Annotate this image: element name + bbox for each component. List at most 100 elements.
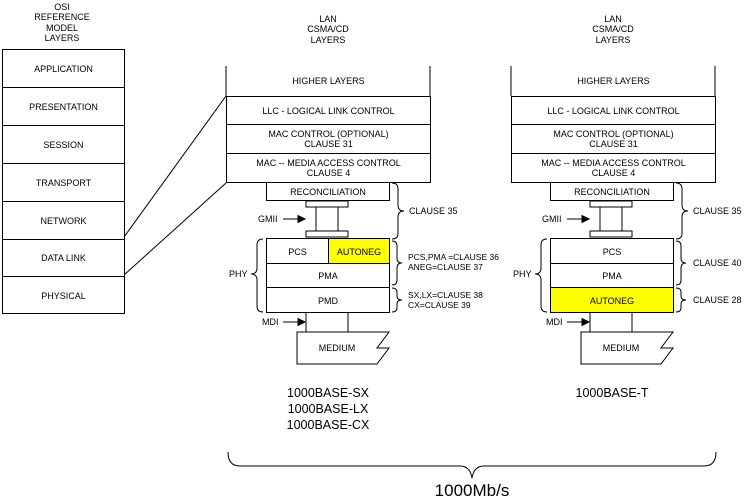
mdi-label-left: MDI: [262, 317, 279, 327]
mac-control-clause: CLAUSE 31: [304, 139, 353, 149]
mac-control-label: MAC CONTROL (OPTIONAL): [268, 129, 389, 139]
lan-header-line: LAYERS: [310, 34, 346, 45]
brace-left-pmd: [391, 287, 403, 313]
pma-label: PMA: [318, 271, 338, 281]
pcs-label: PCS: [602, 247, 622, 257]
mac-label: MAC -- MEDIA ACCESS CONTROL: [541, 158, 686, 168]
phy-label-left: PHY: [229, 269, 248, 279]
variant-right: 1000BASE-T: [575, 386, 649, 400]
autoneg-label: AUTONEG: [589, 296, 635, 306]
clause-line: CX=CLAUSE 39: [408, 299, 471, 310]
osi-layer-label: APPLICATION: [34, 64, 93, 74]
pcs-box-right: PCS: [550, 238, 674, 264]
llc-box-right: LLC - LOGICAL LINK CONTROL: [511, 96, 716, 125]
gmii-label-left: GMII: [258, 214, 278, 224]
osi-layer-physical: PHYSICAL: [2, 276, 125, 314]
lan-header-line: LAYERS: [595, 34, 631, 45]
brace-right-aneg: [675, 287, 687, 313]
lan-header-right: LAN CSMA/CD LAYERS: [573, 14, 653, 45]
mac-control-box-right: MAC CONTROL (OPTIONAL) CLAUSE 31: [511, 124, 716, 154]
lan-header-line: LAN: [604, 14, 622, 24]
brace-left-pcs: [391, 240, 403, 286]
mac-box-right: MAC -- MEDIA ACCESS CONTROL CLAUSE 4: [511, 153, 716, 183]
osi-layer-label: PRESENTATION: [29, 102, 98, 112]
autoneg-label: AUTONEG: [336, 247, 382, 257]
variants-left: 1000BASE-SX 1000BASE-LX 1000BASE-CX: [268, 385, 388, 433]
clause-line: ANEG=CLAUSE 37: [408, 261, 483, 272]
brace-right-phy: [534, 238, 548, 313]
clause-recon-right: CLAUSE 35: [693, 206, 742, 216]
lan-header-left: LAN CSMA/CD LAYERS: [288, 14, 368, 45]
clause-recon-left: CLAUSE 35: [409, 206, 458, 216]
medium-label-left: MEDIUM: [318, 343, 356, 353]
osi-layer-data-link: DATA LINK: [2, 239, 125, 277]
osi-layer-label: SESSION: [43, 140, 84, 150]
variant-label: 1000BASE-LX: [287, 402, 369, 416]
osi-layer-presentation: PRESENTATION: [2, 87, 125, 126]
osi-layer-label: DATA LINK: [41, 253, 86, 263]
reconciliation-label: RECONCILIATION: [290, 187, 366, 197]
mapping-line-lower: [123, 182, 227, 276]
osi-layer-application: APPLICATION: [2, 49, 125, 88]
osi-layer-label: PHYSICAL: [41, 291, 86, 301]
clause-pcs-right: CLAUSE 40: [693, 258, 742, 268]
medium-shape-right: [580, 331, 674, 365]
osi-layer-network: NETWORK: [2, 201, 125, 240]
osi-layer-transport: TRANSPORT: [2, 163, 125, 202]
osi-header-line: OSI: [54, 2, 70, 12]
mac-control-clause: CLAUSE 31: [589, 139, 638, 149]
osi-header: OSI REFERENCE MODEL LAYERS: [22, 2, 102, 43]
mac-box-left: MAC -- MEDIA ACCESS CONTROL CLAUSE 4: [226, 153, 431, 183]
brace-right-pcs: [675, 240, 687, 286]
medium-label-right: MEDIUM: [602, 343, 640, 353]
mdi-label-right: MDI: [546, 317, 563, 327]
autoneg-box-left: AUTONEG: [328, 238, 390, 264]
reconciliation-box-right: RECONCILIATION: [550, 182, 674, 201]
osi-header-line: LAYERS: [44, 33, 80, 44]
mac-clause: CLAUSE 4: [306, 168, 351, 178]
clause-pcs-left: PCS,PMA =CLAUSE 36 ANEG=CLAUSE 37: [408, 252, 499, 273]
autoneg-box-right: AUTONEG: [550, 287, 674, 313]
gmii-label-right: GMII: [542, 214, 562, 224]
clause-pmd-left: SX,LX=CLAUSE 38 CX=CLAUSE 39: [408, 290, 483, 311]
pma-box-right: PMA: [550, 263, 674, 288]
clause-aneg-right: CLAUSE 28: [693, 295, 742, 305]
pmd-label: PMD: [318, 296, 338, 306]
higher-layers-right: HIGHER LAYERS: [577, 76, 650, 86]
variant-label: 1000BASE-CX: [286, 418, 370, 432]
mac-control-label: MAC CONTROL (OPTIONAL): [553, 129, 674, 139]
pma-label: PMA: [602, 271, 622, 281]
llc-box-left: LLC - LOGICAL LINK CONTROL: [226, 96, 431, 125]
reconciliation-box-left: RECONCILIATION: [266, 182, 390, 201]
pma-box-left: PMA: [266, 263, 390, 288]
mac-clause: CLAUSE 4: [591, 168, 636, 178]
lan-header-line: LAN: [319, 14, 337, 24]
osi-layer-label: TRANSPORT: [35, 178, 92, 188]
llc-label: LLC - LOGICAL LINK CONTROL: [262, 106, 395, 116]
brace-speed: [227, 451, 717, 479]
osi-header-line: REFERENCE: [34, 12, 90, 23]
osi-header-line: MODEL: [45, 22, 78, 33]
pcs-box-left: PCS: [266, 238, 329, 264]
mapping-line-upper: [123, 95, 227, 238]
osi-layer-label: NETWORK: [40, 216, 87, 226]
reconciliation-label: RECONCILIATION: [574, 187, 650, 197]
osi-layer-session: SESSION: [2, 125, 125, 164]
lan-header-line: CSMA/CD: [307, 24, 349, 35]
phy-label-right: PHY: [513, 269, 532, 279]
pcs-label: PCS: [288, 247, 307, 257]
llc-label: LLC - LOGICAL LINK CONTROL: [547, 106, 680, 116]
speed-label: 1000Mb/s: [434, 481, 510, 500]
clause-line: SX,LX=CLAUSE 38: [408, 290, 483, 300]
clause-line: PCS,PMA =CLAUSE 36: [408, 252, 499, 262]
mac-control-box-left: MAC CONTROL (OPTIONAL) CLAUSE 31: [226, 124, 431, 154]
brace-left-phy: [250, 238, 264, 313]
mac-label: MAC -- MEDIA ACCESS CONTROL: [256, 158, 401, 168]
pmd-box-left: PMD: [266, 287, 390, 313]
brace-left-clause35: [391, 182, 405, 240]
higher-layers-left: HIGHER LAYERS: [292, 76, 365, 86]
lan-header-line: CSMA/CD: [592, 24, 634, 35]
medium-shape-left: [296, 331, 390, 365]
